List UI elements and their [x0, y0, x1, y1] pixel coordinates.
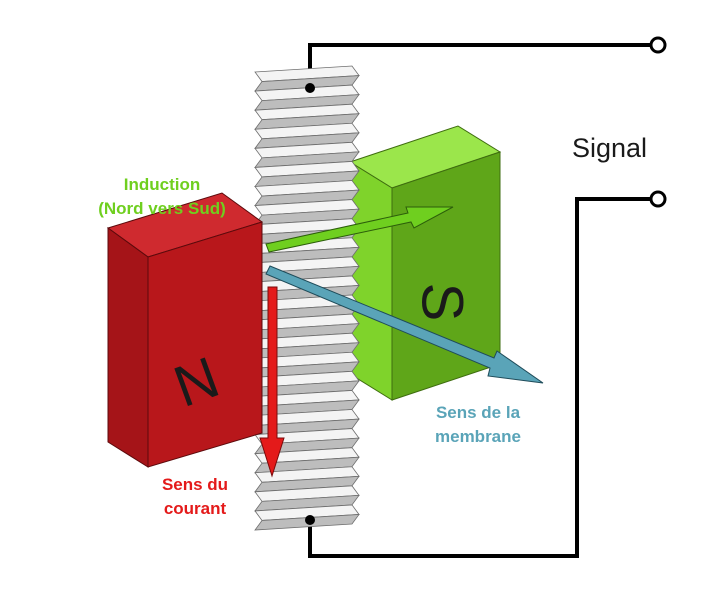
top-terminal[interactable]	[649, 36, 667, 54]
current-label-line2: courant	[164, 499, 227, 518]
current-label-line1: Sens du	[162, 475, 228, 494]
bottom-terminal[interactable]	[649, 190, 667, 208]
bottom-wire-dot	[305, 515, 315, 525]
north-magnet: N	[106, 192, 264, 468]
membrane-label-line1: Sens de la	[436, 403, 521, 422]
bottom-wire	[308, 197, 655, 558]
top-wire-dot	[305, 83, 315, 93]
signal-label: Signal	[572, 133, 647, 163]
top-wire	[308, 43, 655, 86]
north-magnet-left	[107, 227, 149, 468]
membrane-direction-arrow	[265, 265, 544, 384]
membrane-label-line2: membrane	[435, 427, 521, 446]
current-arrow	[259, 286, 285, 478]
induction-label-line2: (Nord vers Sud)	[98, 199, 226, 218]
north-magnet-front	[147, 221, 263, 468]
south-pole-label: S	[410, 283, 475, 322]
induction-arrow	[265, 206, 454, 253]
induction-label-line1: Induction	[124, 175, 200, 194]
